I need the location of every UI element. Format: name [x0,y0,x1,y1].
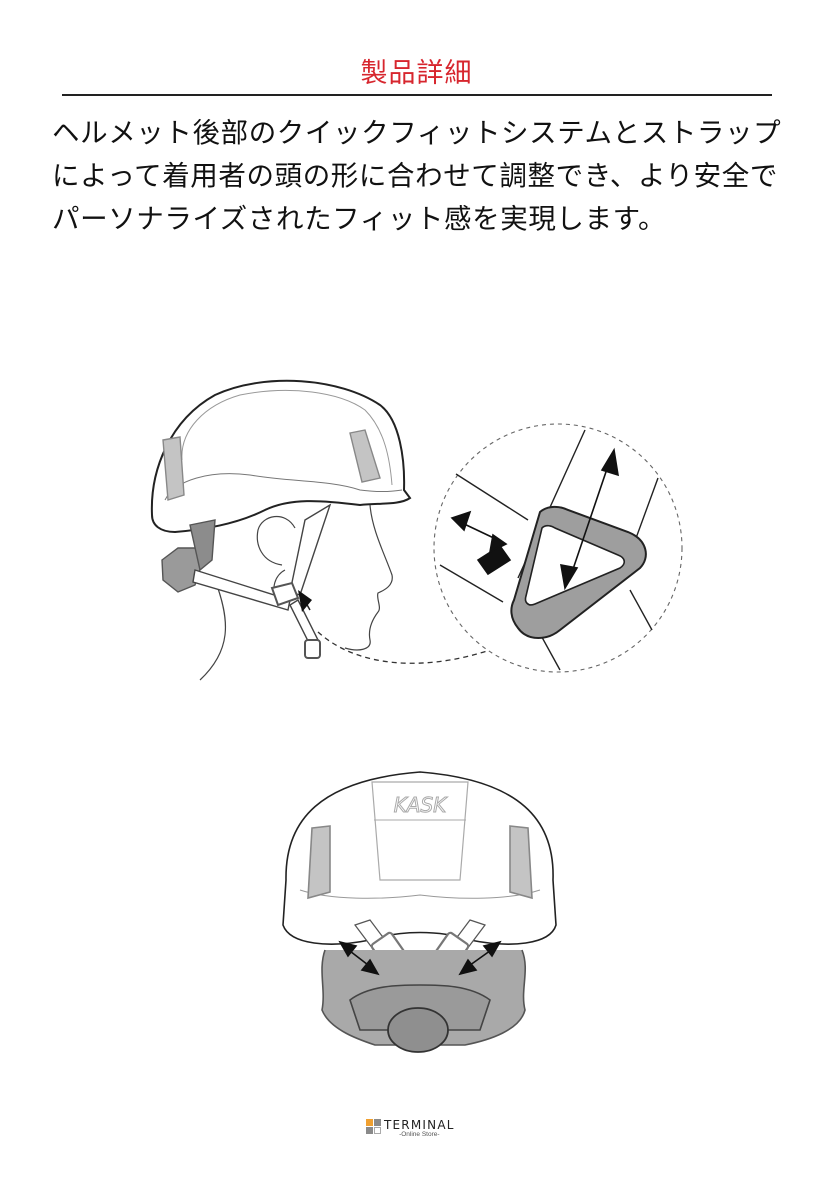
svg-text:KASK: KASK [394,793,448,817]
arrow-icon [298,590,312,612]
description-line: ヘルメット後部のクイックフィットシステムとストラップ [52,117,782,149]
section-title: 製品詳細 [360,58,473,89]
description-line: によって着用者の頭の形に合わせて調整でき、より安全で [52,160,778,192]
store-logo[interactable]: TERMINAL -Online Store- [366,1119,455,1139]
logo-subtitle: -Online Store- [399,1131,440,1138]
product-description: ヘルメット後部のクイックフィットシステムとストラップ によって着用者の頭の形に合… [52,112,792,241]
logo-word: TERMINAL [384,1118,455,1132]
logo-mark-icon [366,1119,381,1134]
helmet-rear-view-illustration: KASK [282,771,557,1053]
title-divider [62,94,772,96]
helmet-side-view-illustration [150,379,683,681]
description-line: パーソナライズされたフィット感を実現します。 [52,203,667,235]
